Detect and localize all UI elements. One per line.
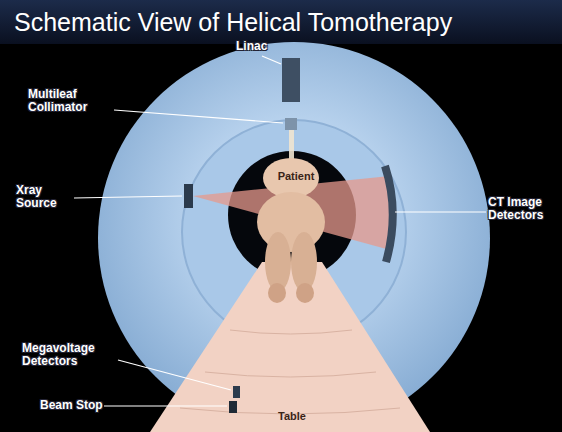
ct-image-detectors bbox=[385, 166, 393, 262]
figure-label: Patient bbox=[266, 170, 326, 183]
title: Schematic View of Helical Tomotherapy bbox=[0, 0, 562, 44]
part-label: CT Image Detectors bbox=[488, 196, 558, 222]
megavoltage-detectors bbox=[233, 386, 240, 398]
part-label: Megavoltage Detectors bbox=[22, 342, 122, 368]
multileaf-collimator bbox=[285, 118, 297, 130]
part-label: Linac bbox=[236, 40, 296, 53]
title-bar bbox=[0, 0, 562, 44]
figure-label: Table bbox=[262, 410, 322, 423]
linac bbox=[282, 58, 300, 102]
xray-source bbox=[184, 184, 193, 208]
patient-figure bbox=[257, 158, 325, 303]
beam-stop bbox=[229, 401, 237, 413]
part-label: Multileaf Collimator bbox=[28, 88, 116, 114]
part-label: Xray Source bbox=[16, 184, 76, 210]
part-label: Beam Stop bbox=[40, 399, 104, 412]
leader-lines bbox=[74, 56, 486, 406]
gantry-ring bbox=[98, 42, 490, 432]
